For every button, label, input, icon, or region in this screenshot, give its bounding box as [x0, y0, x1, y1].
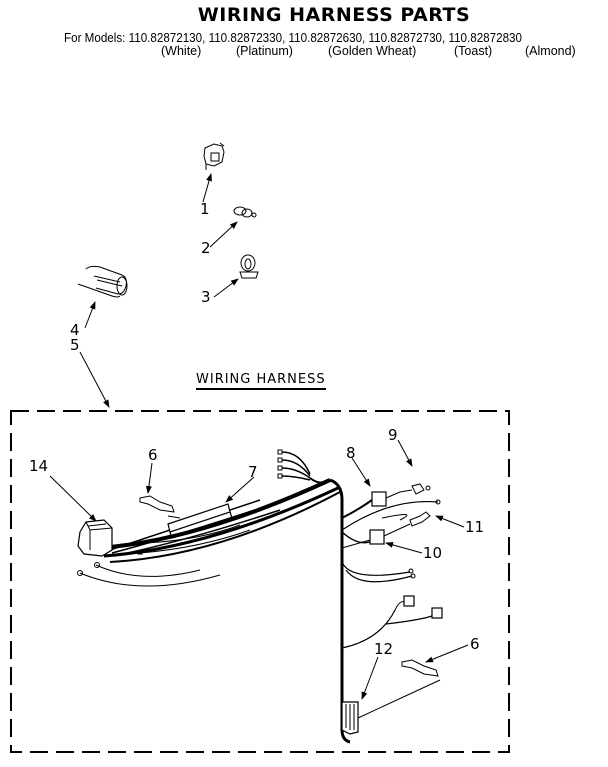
part-4-sleeve-icon — [77, 265, 128, 298]
callout-6: 6 — [148, 446, 158, 464]
part-3-ring-clip-icon — [239, 254, 259, 279]
model-number: 110.82872130, — [128, 31, 206, 45]
callout-1: 1 — [200, 200, 210, 218]
callout-9: 9 — [388, 426, 398, 444]
callout-10: 10 — [423, 544, 443, 562]
models-line: For Models: 110.82872130, 110.82872330, … — [64, 31, 522, 45]
leader-line — [202, 173, 212, 203]
harness-boundary — [10, 410, 510, 753]
section-label: WIRING HARNESS — [196, 372, 326, 390]
leader-lines — [49, 439, 469, 700]
leader-line — [209, 221, 238, 248]
callout-4: 4 — [70, 321, 80, 339]
model-color: (Toast) — [454, 44, 493, 58]
callout-11: 11 — [465, 518, 485, 536]
model-number: 110.82872830 — [448, 31, 522, 45]
callout-12: 12 — [374, 640, 394, 658]
model-number: 110.82872630, — [288, 31, 366, 45]
models-prefix: For Models: — [64, 31, 126, 45]
callout-3: 3 — [201, 288, 211, 306]
callout-6b: 6 — [470, 635, 480, 653]
leader-line — [213, 278, 239, 298]
callout-2: 2 — [201, 239, 211, 257]
model-number: 110.82872330, — [208, 31, 286, 45]
leader-line — [84, 301, 96, 329]
part-1-clip-icon — [203, 142, 225, 170]
part-2-clip-icon — [233, 206, 257, 218]
callout-7: 7 — [248, 463, 258, 481]
model-color: (Platinum) — [236, 44, 293, 58]
model-color: (Almond) — [525, 44, 576, 58]
callout-14: 14 — [29, 457, 49, 475]
model-color: (Golden Wheat) — [328, 44, 417, 58]
leader-line — [79, 351, 110, 408]
model-number: 110.82872730, — [368, 31, 446, 45]
wiring-harness-icon — [77, 449, 443, 744]
callout-8: 8 — [346, 444, 356, 462]
model-color: (White) — [161, 44, 202, 58]
callout-5: 5 — [70, 336, 80, 354]
page-title: WIRING HARNESS PARTS — [197, 4, 471, 26]
